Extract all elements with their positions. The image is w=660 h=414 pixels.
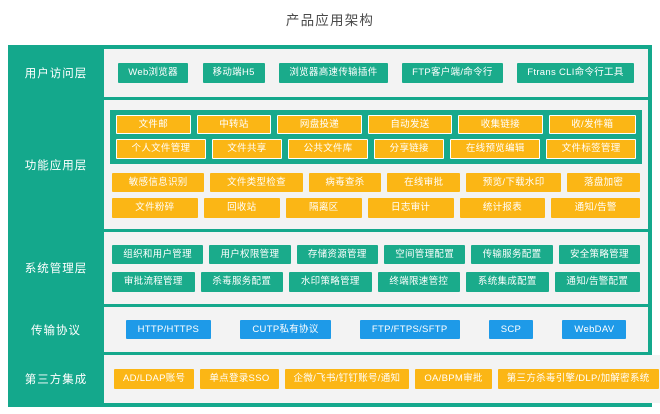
- chip-system-1-3[interactable]: 终端限速管控: [377, 272, 461, 292]
- chip-system-0-0[interactable]: 组织和用户管理: [112, 244, 204, 264]
- chip-function-0-0-4[interactable]: 收集链接: [458, 114, 543, 134]
- layer-access: 用户访问层 Web浏览器移动端H5 浏览器高速传输插件 FTP客户端/命令行 Ftran…: [8, 49, 648, 97]
- chip-function-1-1-0[interactable]: 文件粉碎: [112, 198, 198, 218]
- chip-function-1-0-2[interactable]: 病毒查杀: [308, 172, 382, 192]
- chip-function-0-1-5[interactable]: 文件标签管理: [546, 139, 637, 159]
- chip-access-0-4[interactable]: Ftrans CLI命令行工具: [517, 63, 634, 83]
- chip-function-1-0-3[interactable]: 在线审批: [387, 172, 461, 192]
- layer-function: 功能应用层文件邮中转站网盘投递自动发送收集链接收/发件箱个人文件管理文件共享公共…: [8, 100, 648, 229]
- chip-row: 组织和用户管理用户权限管理存储资源管理空间管理配置传输服务配置安全策略管理: [112, 244, 641, 264]
- chip-system-1-0[interactable]: 审批流程管理: [112, 272, 195, 292]
- chip-system-0-4[interactable]: 传输服务配置: [471, 244, 553, 264]
- chip-system-1-4[interactable]: 系统集成配置: [466, 272, 549, 292]
- chip-function-0-0-0[interactable]: 文件邮: [116, 114, 191, 134]
- chip-system-0-1[interactable]: 用户权限管理: [209, 244, 291, 264]
- chip-row: 审批流程管理杀毒服务配置水印策略管理终端限速管控系统集成配置通知/告警配置: [112, 272, 641, 292]
- chip-function-1-0-1[interactable]: 文件类型检查: [210, 172, 303, 192]
- chip-function-1-1-2[interactable]: 隔离区: [285, 198, 362, 218]
- chip-protocol-0-3[interactable]: SCP: [488, 319, 534, 340]
- chip-function-1-0-5[interactable]: 落盘加密: [567, 172, 640, 192]
- layer-protocol: 传输协议 HTTP/HTTPS CUTP私有协议 FTP/FTPS/SFTP SCP We…: [8, 307, 648, 352]
- chip-row: 文件粉碎回收站隔离区日志审计统计报表通知/告警: [112, 198, 641, 218]
- chip-row: 敏感信息识别文件类型检查病毒查杀在线审批预览/下载水印落盘加密: [112, 172, 640, 192]
- chip-function-0-1-2[interactable]: 公共文件库: [288, 139, 369, 159]
- chip-function-0-0-2[interactable]: 网盘投递: [277, 114, 362, 134]
- chip-function-1-1-1[interactable]: 回收站: [203, 198, 280, 218]
- chip-integration-0-2[interactable]: 企微/飞书/钉钉账号/通知: [284, 369, 410, 389]
- chip-function-1-1-4[interactable]: 统计报表: [459, 198, 546, 218]
- chip-system-0-5[interactable]: 安全策略管理: [558, 244, 641, 264]
- chip-access-0-2[interactable]: 浏览器高速传输插件: [279, 63, 388, 83]
- page-title: 产品应用架构: [285, 13, 375, 28]
- chip-function-0-0-3[interactable]: 自动发送: [367, 114, 453, 134]
- chip-protocol-0-0[interactable]: HTTP/HTTPS: [125, 319, 212, 340]
- layer-label-integration: 第三方集成: [8, 355, 104, 403]
- chip-function-1-0-4[interactable]: 预览/下载水印: [466, 172, 562, 192]
- layer-body-function: 文件邮中转站网盘投递自动发送收集链接收/发件箱个人文件管理文件共享公共文件库分享…: [104, 100, 648, 229]
- layer-system: 系统管理层组织和用户管理用户权限管理存储资源管理空间管理配置传输服务配置安全策略…: [8, 232, 648, 304]
- layer-label-access: 用户访问层: [8, 49, 104, 97]
- chip-row: HTTP/HTTPS CUTP私有协议 FTP/FTPS/SFTP SCP WebDAV: [114, 319, 638, 340]
- chip-function-1-0-0[interactable]: 敏感信息识别: [112, 172, 205, 192]
- chip-protocol-0-1[interactable]: CUTP私有协议: [240, 319, 331, 340]
- chip-function-0-0-1[interactable]: 中转站: [196, 114, 272, 134]
- chip-function-0-1-1[interactable]: 文件共享: [211, 139, 283, 159]
- sub-panel-function-0: 文件邮中转站网盘投递自动发送收集链接收/发件箱个人文件管理文件共享公共文件库分享…: [110, 109, 642, 164]
- layer-label-protocol: 传输协议: [8, 307, 104, 352]
- chip-protocol-0-4[interactable]: WebDAV: [562, 319, 627, 340]
- chip-row: Web浏览器移动端H5 浏览器高速传输插件 FTP客户端/命令行 Ftrans CLI…: [114, 63, 638, 83]
- sub-panel-function-1: 敏感信息识别文件类型检查病毒查杀在线审批预览/下载水印落盘加密文件粉碎回收站隔离…: [110, 168, 642, 220]
- chip-function-0-1-4[interactable]: 在线预览编辑: [450, 139, 541, 159]
- chip-row: 文件邮中转站网盘投递自动发送收集链接收/发件箱: [116, 114, 636, 134]
- chip-system-1-1[interactable]: 杀毒服务配置: [200, 272, 284, 292]
- chip-system-0-2[interactable]: 存储资源管理: [296, 244, 378, 264]
- chip-integration-0-1[interactable]: 单点登录SSO: [200, 369, 279, 389]
- chip-access-0-0[interactable]: Web浏览器: [118, 63, 188, 83]
- chip-access-0-1[interactable]: 移动端H5: [202, 63, 265, 83]
- layer-label-system: 系统管理层: [8, 232, 104, 304]
- chip-protocol-0-2[interactable]: FTP/FTPS/SFTP: [359, 319, 460, 340]
- chip-function-1-1-3[interactable]: 日志审计: [367, 198, 454, 218]
- chip-system-1-5[interactable]: 通知/告警配置: [554, 272, 641, 292]
- chip-integration-0-3[interactable]: OA/BPM审批: [415, 369, 492, 389]
- architecture-diagram: 用户访问层 Web浏览器移动端H5 浏览器高速传输插件 FTP客户端/命令行 Ftran…: [8, 45, 660, 407]
- chip-function-0-1-0[interactable]: 个人文件管理: [116, 139, 206, 159]
- layer-body-system: 组织和用户管理用户权限管理存储资源管理空间管理配置传输服务配置安全策略管理审批流…: [104, 232, 648, 304]
- chip-function-0-1-3[interactable]: 分享链接: [374, 139, 445, 159]
- layer-body-protocol: HTTP/HTTPS CUTP私有协议 FTP/FTPS/SFTP SCP WebDAV: [104, 307, 648, 352]
- chip-row: 个人文件管理文件共享公共文件库分享链接在线预览编辑文件标签管理: [116, 139, 637, 159]
- chip-integration-0-0[interactable]: AD/LDAP账号: [114, 369, 195, 389]
- chip-integration-0-4[interactable]: 第三方杀毒引擎/DLP/加解密系统: [497, 369, 659, 389]
- chip-system-1-2[interactable]: 水印策略管理: [289, 272, 372, 292]
- layer-label-function: 功能应用层: [8, 100, 104, 229]
- chip-access-0-3[interactable]: FTP客户端/命令行: [402, 63, 503, 83]
- chip-function-1-1-5[interactable]: 通知/告警: [551, 198, 641, 218]
- layer-body-access: Web浏览器移动端H5 浏览器高速传输插件 FTP客户端/命令行 Ftrans CLI…: [104, 49, 648, 97]
- chip-function-0-0-5[interactable]: 收/发件箱: [548, 114, 636, 134]
- chip-system-0-3[interactable]: 空间管理配置: [383, 244, 466, 264]
